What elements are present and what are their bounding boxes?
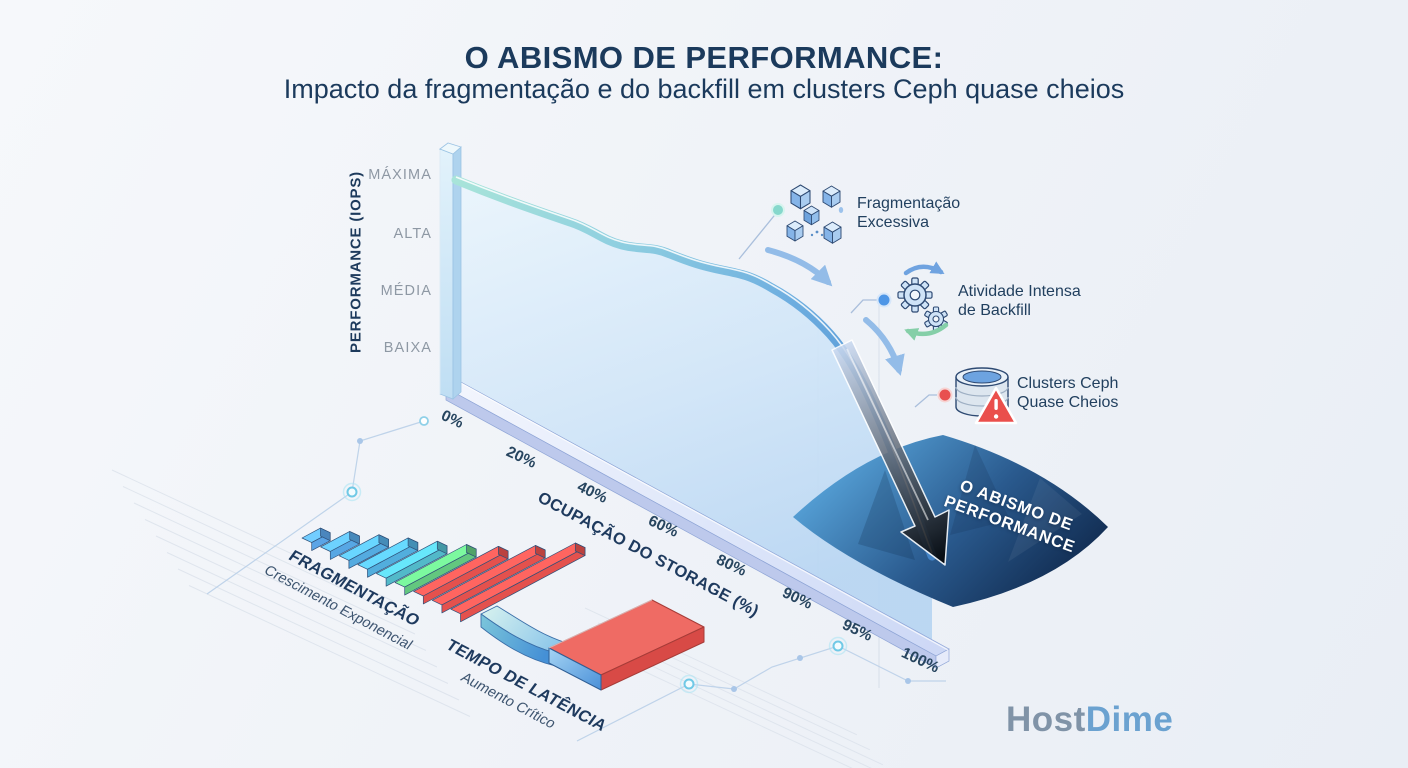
y-axis-title: PERFORMANCE (IOPS): [347, 171, 365, 353]
brand-logo: HostDime: [1006, 700, 1173, 740]
annotation-connectors: [738, 210, 937, 408]
backfill-dot: [876, 292, 892, 308]
y-axis-tick: MÁXIMA: [368, 167, 432, 183]
annotation-backfill: Atividade Intensa de Backfill: [958, 282, 1081, 320]
annotation-line: de Backfill: [958, 302, 1031, 319]
cluster-dot: [937, 387, 953, 403]
annotation-line: Clusters Ceph: [1017, 375, 1119, 392]
annotation-full-clusters: Clusters Ceph Quase Cheios: [1017, 374, 1118, 412]
curve-area-fill: [456, 180, 932, 652]
circuit-nodes: [342, 416, 911, 694]
abyss-pit: [793, 435, 1108, 607]
page-title: O ABISMO DE PERFORMANCE:: [464, 40, 944, 75]
latency-mini-chart: [480, 599, 705, 691]
x-axis-beam: [445, 380, 950, 669]
annotation-line: Quase Cheios: [1017, 394, 1119, 411]
fragmentation-dot: [771, 203, 785, 217]
backfill-gears-icon: [897, 261, 949, 341]
y-axis-tick: BAIXA: [383, 340, 432, 356]
annotation-line: Atividade Intensa: [958, 283, 1081, 300]
annotation-fragmentation: Fragmentação Excessiva: [857, 194, 960, 232]
plunge-arrow-icon: [831, 339, 950, 566]
fragmentation-mini-bar-chart: [301, 527, 586, 623]
page-subtitle: Impacto da fragmentação e do backfill em…: [283, 74, 1125, 104]
y-axis-tick: ALTA: [393, 226, 432, 242]
fragmented-cubes-icon: [786, 184, 844, 244]
annotation-line: Fragmentação: [857, 195, 961, 212]
y-axis-tick: MÉDIA: [380, 283, 432, 299]
flow-arrow-icon: [765, 247, 833, 287]
database-warning-icon: [955, 367, 1018, 425]
brand-logo-part1: Host: [1006, 700, 1086, 739]
y-axis-pillar: [439, 142, 462, 400]
flow-arrow-icon: [863, 317, 905, 376]
brand-logo-part2: Dime: [1085, 700, 1174, 739]
annotation-line: Excessiva: [857, 214, 930, 231]
